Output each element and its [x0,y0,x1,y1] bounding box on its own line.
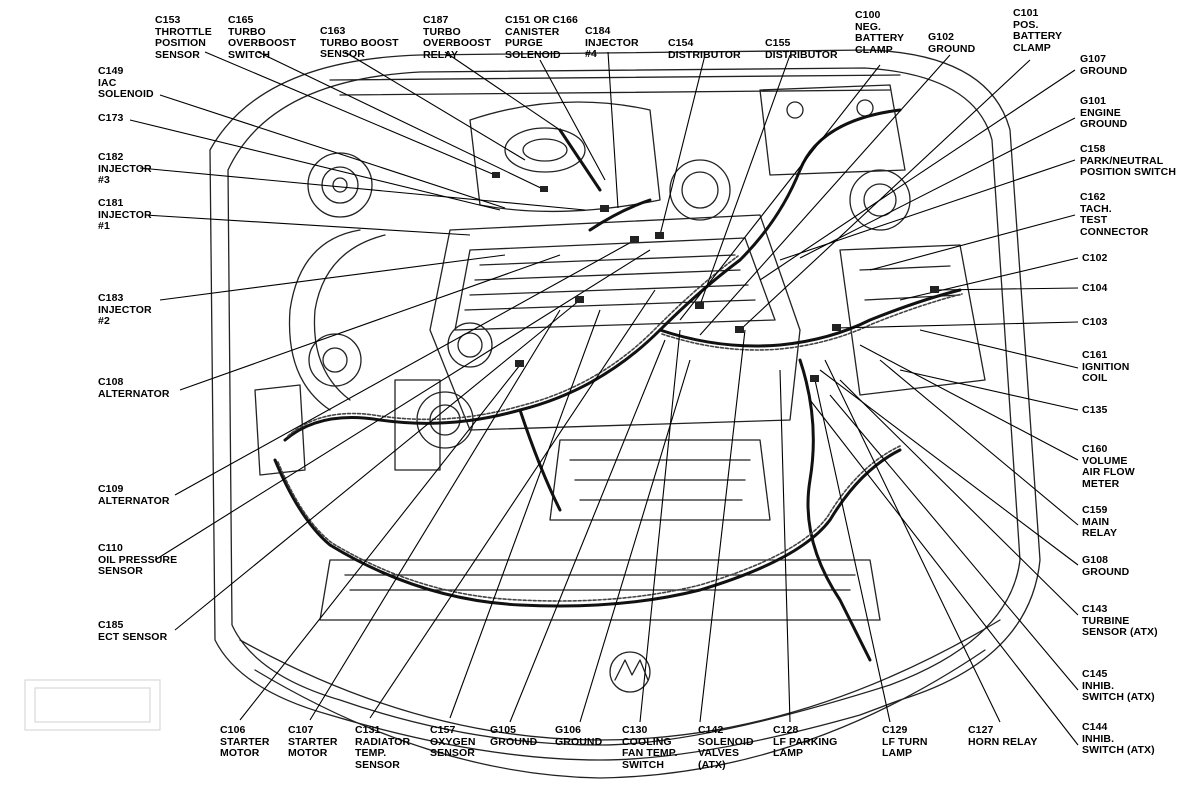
label-c154-distributor: C154 DISTRIBUTOR [668,37,741,61]
label-c173: C173 [98,112,124,124]
label-c128-lf-parking-lamp: C128 LF PARKING LAMP [773,724,838,759]
label-c161-ignition-coil: C161 IGNITION COIL [1082,349,1130,384]
label-g106-ground: G106 GROUND [555,724,603,748]
label-c181-injector-1: C181 INJECTOR #1 [98,197,152,232]
label-c159-main-relay: C159 MAIN RELAY [1082,504,1118,539]
label-c184-injector-4: C184 INJECTOR #4 [585,25,639,60]
label-g105-ground: G105 GROUND [490,724,538,748]
label-c165-turbo-overboost-switch: C165 TURBO OVERBOOST SWITCH [228,14,296,61]
label-g102-ground: G102 GROUND [928,31,976,55]
label-c143-turbine-sensor-atx: C143 TURBINE SENSOR (ATX) [1082,603,1158,638]
label-c153-throttle-position-sensor: C153 THROTTLE POSITION SENSOR [155,14,212,61]
label-c135: C135 [1082,404,1108,416]
label-c103: C103 [1082,316,1108,328]
label-c157-oxygen-sensor: C157 OXYGEN SENSOR [430,724,476,759]
label-c151-canister-purge-solenoid: C151 OR C166 CANISTER PURGE SOLENOID [505,14,578,61]
label-c144-inhib-switch-atx: C144 INHIB. SWITCH (ATX) [1082,721,1155,756]
label-c158-park-neutral-position-switch: C158 PARK/NEUTRAL POSITION SWITCH [1080,143,1176,178]
label-c100-neg-battery-clamp: C100 NEG. BATTERY CLAMP [855,9,905,56]
label-c109-alternator: C109 ALTERNATOR [98,483,170,507]
label-c142-solenoid-valves-atx: C142 SOLENOID VALVES (ATX) [698,724,754,771]
label-c127-horn-relay: C127 HORN RELAY [968,724,1038,748]
label-c110-oil-pressure-sensor: C110 OIL PRESSURE SENSOR [98,542,178,577]
label-c163-turbo-boost-sensor: C163 TURBO BOOST SENSOR [320,25,399,60]
label-c104: C104 [1082,282,1108,294]
label-c102: C102 [1082,252,1108,264]
label-c107-starter-motor: C107 STARTER MOTOR [288,724,338,759]
label-g107-ground: G107 GROUND [1080,53,1128,77]
label-c129-lf-turn-lamp: C129 LF TURN LAMP [882,724,928,759]
label-g108-ground: G108 GROUND [1082,554,1130,578]
label-c162-tach-test-connector: C162 TACH. TEST CONNECTOR [1080,191,1149,238]
label-c145-inhib-switch-atx: C145 INHIB. SWITCH (ATX) [1082,668,1155,703]
label-c106-starter-motor: C106 STARTER MOTOR [220,724,270,759]
label-c101-pos-battery-clamp: C101 POS. BATTERY CLAMP [1013,7,1063,54]
label-c155-distributor: C155 DISTRIBUTOR [765,37,838,61]
label-c131-radiator-temp-sensor: C131 RADIATOR TEMP. SENSOR [355,724,411,771]
label-c187-turbo-overboost-relay: C187 TURBO OVERBOOST RELAY [423,14,491,61]
label-c160-volume-air-flow-meter: C160 VOLUME AIR FLOW METER [1082,443,1135,490]
label-g101-engine-ground: G101 ENGINE GROUND [1080,95,1128,130]
label-c183-injector-2: C183 INJECTOR #2 [98,292,152,327]
label-c130-cooling-fan-temp-switch: C130 COOLING FAN TEMP. SWITCH [622,724,678,771]
label-c182-injector-3: C182 INJECTOR #3 [98,151,152,186]
label-c149-iac-solenoid: C149 IAC SOLENOID [98,65,154,100]
label-c185-ect-sensor: C185 ECT SENSOR [98,619,168,643]
label-c108-alternator: C108 ALTERNATOR [98,376,170,400]
